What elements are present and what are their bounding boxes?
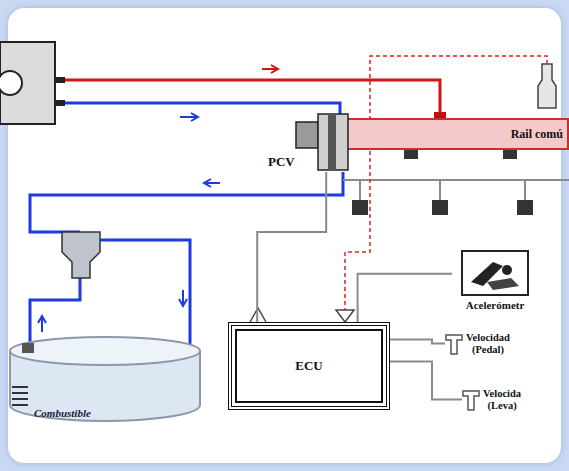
- high-pressure-line: [65, 80, 440, 118]
- node-label: Combustible: [34, 407, 91, 419]
- sensor-icon: [445, 333, 463, 355]
- rail-outlet: [503, 150, 517, 159]
- flow-arrow: [179, 290, 187, 306]
- flow-arrow: [262, 65, 278, 73]
- signal-wire: [390, 340, 445, 344]
- pump-port: [55, 77, 65, 83]
- flow-arrow: [204, 179, 220, 187]
- fuel-tank: Combustible: [8, 335, 203, 423]
- node-label: Velocidad (Pedal): [466, 332, 510, 356]
- node-label: Rail comú: [511, 127, 563, 142]
- pressure-control-valve: PCV: [266, 112, 352, 172]
- signal-wire: [390, 362, 462, 400]
- rail-outlet: [404, 150, 418, 159]
- node-label: PCV: [268, 154, 295, 170]
- signal-wire: [257, 172, 326, 322]
- common-rail: Rail comú: [345, 118, 569, 150]
- pedal-icon: [463, 252, 527, 294]
- node-label: Velocida (Leva): [483, 388, 521, 412]
- rail-pressure-sensor: [538, 64, 556, 108]
- pedal-frame: [461, 250, 529, 296]
- speed-sensor: Velocida (Leva): [462, 386, 525, 413]
- ecu-box: ECU: [228, 322, 390, 410]
- ecu-connector: [336, 310, 354, 322]
- speed-sensor: Velocidad (Pedal): [445, 330, 514, 357]
- return-line: [30, 172, 343, 232]
- signal-wire: [358, 274, 452, 322]
- node-label: ECU: [295, 358, 322, 374]
- fuel-filter: [62, 232, 100, 278]
- pump-rotor: [0, 71, 22, 95]
- flow-arrow: [38, 316, 46, 332]
- injector: [432, 200, 448, 215]
- injector-return-line: [343, 180, 569, 200]
- node-label: Acelerómetr: [466, 299, 525, 311]
- pump-port: [55, 100, 65, 106]
- feed-line: [65, 103, 340, 116]
- injector: [352, 200, 368, 215]
- accelerator-pedal: Acelerómetr: [452, 250, 538, 314]
- injector: [517, 200, 533, 215]
- sensor-icon: [462, 389, 480, 411]
- flow-arrow: [180, 113, 198, 121]
